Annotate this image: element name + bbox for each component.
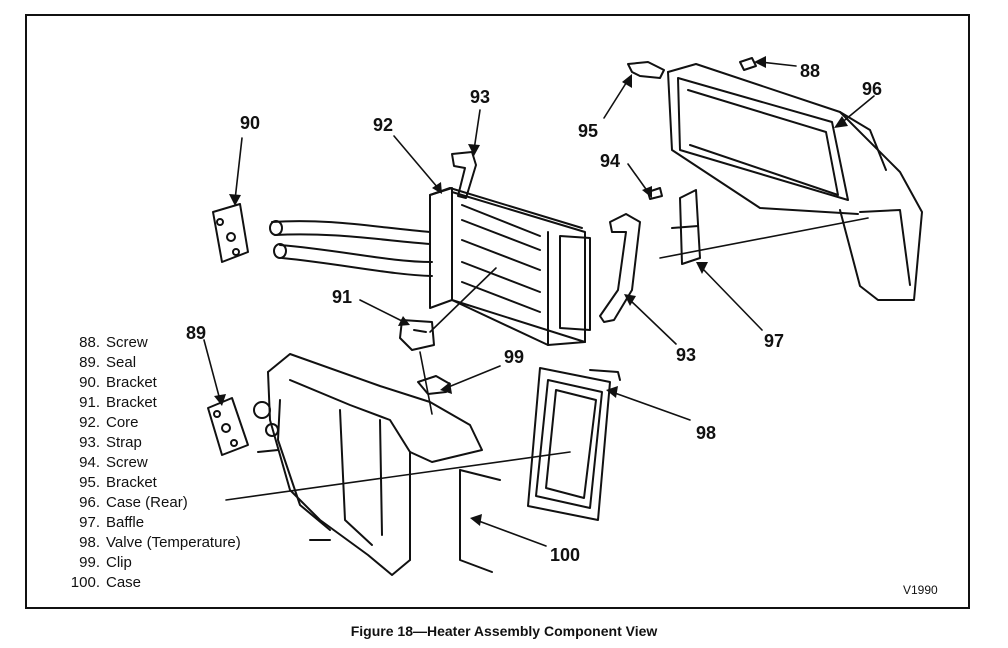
legend-number: 96. <box>79 494 100 511</box>
legend-item: 93. Strap <box>58 433 308 453</box>
callout-91: 91 <box>332 287 353 307</box>
legend-part-name: Screw <box>106 334 148 351</box>
legend-number: 94. <box>79 454 100 471</box>
callout-88: 88 <box>800 61 821 81</box>
legend-item: 98. Valve (Temperature) <box>58 533 308 553</box>
legend-item: 96. Case (Rear) <box>58 493 308 513</box>
case-rear-96-part <box>667 63 923 301</box>
legend-part-name: Valve (Temperature) <box>106 534 241 551</box>
case-100-part <box>253 353 501 576</box>
callout-90: 90 <box>240 113 261 133</box>
legend-number: 100. <box>70 574 100 591</box>
figure-code: V1990 <box>903 583 938 597</box>
bracket-91-part <box>399 319 435 351</box>
callout-95: 95 <box>578 121 599 141</box>
legend-item: 94. Screw <box>58 453 308 473</box>
legend-item: 100. Case <box>58 573 308 593</box>
callout-92: 92 <box>373 115 394 135</box>
legend-part-name: Bracket <box>106 374 157 391</box>
callout-94: 94 <box>600 151 621 171</box>
callout-100: 100 <box>550 545 581 565</box>
legend-part-name: Seal <box>106 354 137 371</box>
legend-item: 97. Baffle <box>58 513 308 533</box>
legend-number: 91. <box>79 394 100 411</box>
figure-caption: Figure 18—Heater Assembly Component View <box>350 623 658 639</box>
legend-number: 98. <box>79 534 100 551</box>
callout-97: 97 <box>764 331 785 351</box>
callout-93-side: 93 <box>676 345 697 365</box>
legend-part-name: Baffle <box>106 514 145 531</box>
leader-lines <box>203 61 875 547</box>
callout-96: 96 <box>862 79 883 99</box>
legend-item: 90. Bracket <box>58 373 308 393</box>
seal-89-part <box>207 397 249 456</box>
legend-part-name: Case <box>106 574 142 591</box>
baffle-97-part <box>671 189 701 265</box>
legend-number: 97. <box>79 514 100 531</box>
legend-item: 99. Clip <box>58 553 308 573</box>
legend-part-name: Clip <box>106 554 132 571</box>
bracket-90-part <box>212 203 249 263</box>
legend-number: 92. <box>79 414 100 431</box>
legend-part-name: Case (Rear) <box>106 494 188 511</box>
heater-core-92-part <box>269 187 591 346</box>
legend-number: 93. <box>79 434 100 451</box>
legend-number: 90. <box>79 374 100 391</box>
legend-part-name: Strap <box>106 434 142 451</box>
legend-number: 89. <box>79 354 100 371</box>
legend-item: 95. Bracket <box>58 473 308 493</box>
legend-item: 88. Screw <box>58 333 308 353</box>
legend-item: 91. Bracket <box>58 393 308 413</box>
legend-part-name: Bracket <box>106 474 157 491</box>
legend-item: 89. Seal <box>58 353 308 373</box>
callout-99: 99 <box>504 347 525 367</box>
strap-93-side-part <box>599 213 641 323</box>
bracket-95-part <box>627 61 665 79</box>
legend-number: 88. <box>79 334 100 351</box>
callout-93-top: 93 <box>470 87 491 107</box>
callout-98: 98 <box>696 423 717 443</box>
leader-arrowheads <box>214 56 848 526</box>
legend-number: 95. <box>79 474 100 491</box>
screw-94-part <box>647 187 663 200</box>
legend-part-name: Screw <box>106 454 148 471</box>
figure-frame <box>25 14 970 609</box>
parts-legend: 88. Screw 89. Seal 90. Bracket 91. Bracket 92. Co… <box>58 333 308 593</box>
screw-88-part <box>739 57 757 71</box>
callout-89: 89 <box>186 323 207 343</box>
legend-item: 92. Core <box>58 413 308 433</box>
legend-number: 99. <box>79 554 100 571</box>
legend-part-name: Bracket <box>106 394 157 411</box>
strap-93-top-part <box>451 151 477 199</box>
legend-part-name: Core <box>106 414 139 431</box>
valve-98-part <box>527 367 621 521</box>
